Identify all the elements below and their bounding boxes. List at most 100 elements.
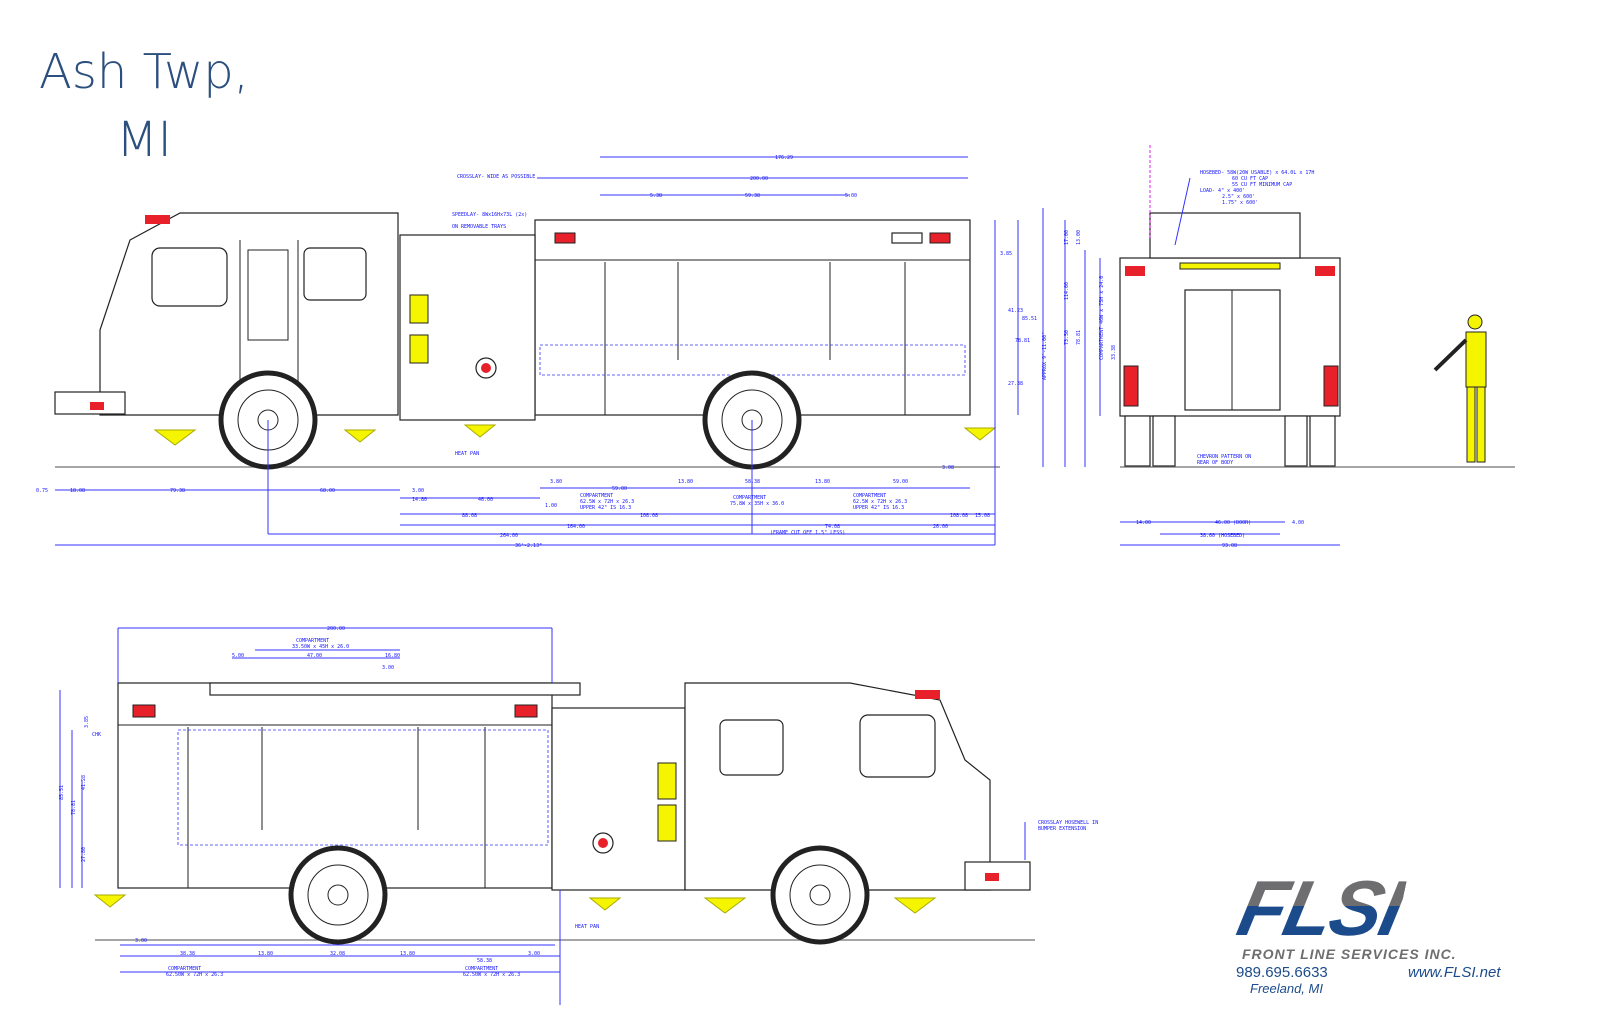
- flsi-logo: FLSI FRONT LINE SERVICES INC. 989.695.66…: [1230, 864, 1540, 1008]
- light-bar: [145, 215, 170, 224]
- website-link[interactable]: www.FLSI.net: [1408, 964, 1501, 981]
- dim-label: 58.38: [477, 958, 492, 964]
- dim-label: 33.38: [1111, 345, 1117, 360]
- cab-window: [303, 247, 367, 301]
- dim-label: 13.80: [258, 951, 273, 957]
- dim-label: 27.38: [1008, 381, 1023, 387]
- dim-label: 68.00: [320, 488, 335, 494]
- compartment-label: COMPARTMENT: [580, 493, 613, 499]
- dim-label: 17.00: [1064, 230, 1070, 245]
- dim-label: 78.81: [1015, 338, 1030, 344]
- logo-wordmark: FLSI: [1230, 864, 1411, 952]
- dim-label: 18.08: [70, 488, 85, 494]
- compartment-label: 62.50W x 72H x 26.3: [463, 972, 520, 978]
- reflective-panel: [409, 294, 429, 324]
- compartment-label: COMPARTMENT: [168, 966, 201, 972]
- dim-label: 38.38: [180, 951, 195, 957]
- rear-view: HOSEBED- 58W(20W USABLE) x 64.0L x 17H 6…: [1042, 145, 1515, 549]
- dim-label: APPROX 9'-11.00": [1042, 332, 1048, 380]
- dim-label: 32.08: [330, 951, 345, 957]
- front-wheel: [770, 845, 870, 945]
- dim-label: 58.38: [745, 479, 760, 485]
- phone-number: 989.695.6633: [1236, 964, 1328, 981]
- compartment-label: UPPER 42" IS 16.3: [853, 505, 904, 511]
- dim-label: 264.00: [500, 533, 518, 539]
- dim-label: 93.08: [1222, 543, 1237, 549]
- dim-label: 3.85: [84, 716, 90, 728]
- dim-label: 3.85: [1000, 251, 1012, 257]
- hosebed-note: HOSEBED- 58W(20W USABLE) x 64.0L x 17H: [1200, 170, 1314, 176]
- page-title: Ash Twp, MI: [34, 38, 254, 174]
- dim-label: 15.08: [975, 513, 990, 519]
- hosebed-note: 60 CU FT CAP: [1232, 176, 1268, 182]
- company-name: FRONT LINE SERVICES INC.: [1242, 946, 1457, 962]
- dim-label: 176.29: [775, 155, 793, 161]
- dim-label: 108.08: [640, 513, 658, 519]
- dim-label: 13.00: [1076, 230, 1082, 245]
- frame-note: (FRAME CUT OFF 1.5" LESS): [770, 530, 845, 536]
- dim-label: 3.08: [942, 465, 954, 471]
- dim-label: 85.51: [59, 785, 65, 800]
- dim-label: 13.80: [678, 479, 693, 485]
- compartment-label: 62.50W x 72H x 26.3: [166, 972, 223, 978]
- heat-pan-note: HEAT PAN: [575, 924, 599, 930]
- dim-label: 26.00: [933, 524, 948, 530]
- dim-label: 41.23: [1008, 308, 1023, 314]
- dim-label: 46.00: [478, 497, 493, 503]
- dim-label: 78.81: [1076, 330, 1082, 345]
- driver-side-view: 176.29 200.00 5.38 59.38 5.00 CROSSLAY- …: [36, 155, 1037, 549]
- dim-label: 59.00: [612, 486, 627, 492]
- pump-panel: [399, 234, 536, 421]
- dim-label: 85.51: [1022, 316, 1037, 322]
- dim-label: COMPARTMENT 46W x 75H x 24.0: [1099, 276, 1105, 360]
- compartment-label: UPPER 42" IS 16.3: [580, 505, 631, 511]
- speedlay-note: SPEEDLAY- 8Wx16Hx73L (2x): [452, 212, 527, 218]
- chevron-note: REAR OF BODY: [1197, 460, 1233, 466]
- compartment-label: COMPARTMENT: [733, 495, 766, 501]
- dim-label: 74.08: [825, 524, 840, 530]
- hosebed-note: 2.5" x 600': [1222, 194, 1255, 200]
- officer-side-view: 200.00 COMPARTMENT 33.50W x 45H x 26.0 5…: [59, 626, 1098, 1005]
- dim-label: CHK: [92, 732, 101, 738]
- dim-label: 46.00 (DOOR): [1215, 520, 1251, 526]
- compartment-label: 62.5W x 72H x 26.3: [580, 499, 634, 505]
- dim-label: 73.50: [1064, 330, 1070, 345]
- dim-label: 164.00: [567, 524, 585, 530]
- dim-label: 14.00: [1136, 520, 1151, 526]
- compartment-label: COMPARTMENT: [465, 966, 498, 972]
- dim-label: 5.00: [232, 653, 244, 659]
- dimension-lines: [55, 156, 1019, 546]
- dim-label: 13.80: [815, 479, 830, 485]
- cab-window: [151, 247, 228, 307]
- compartment-label: COMPARTMENT: [853, 493, 886, 499]
- dim-label: 5.00: [845, 193, 857, 199]
- dim-label: 41.28: [81, 775, 87, 790]
- dim-label: 59.00: [893, 479, 908, 485]
- dim-label: 47.00: [307, 653, 322, 659]
- hosebed-note: 55 CU FT MINIMUM CAP: [1232, 182, 1292, 188]
- title-line-1: Ash Twp,: [39, 44, 249, 100]
- title-line-2: MI: [116, 112, 172, 168]
- dim-label: 27.80: [81, 847, 87, 862]
- reflective-panel: [409, 334, 429, 364]
- compartment-label: 75.8W x 35H x 36.0: [730, 501, 784, 507]
- dim-label: 59.38: [745, 193, 760, 199]
- dim-label: 108.08: [950, 513, 968, 519]
- dim-label: 3.00: [382, 665, 394, 671]
- firefighter-figure: [1433, 314, 1487, 463]
- dim-label: 5.38: [650, 193, 662, 199]
- hosebed-note: 1.75" x 600': [1222, 200, 1258, 206]
- crosslay-note: BUMPER EXTENSION: [1038, 826, 1086, 832]
- dim-label: 3.00: [412, 488, 424, 494]
- dim-label: 3.00: [528, 951, 540, 957]
- dim-label: 4.00: [1292, 520, 1304, 526]
- rear-wheel: [288, 845, 388, 945]
- chevron-note: CHEVRON PATTERN ON: [1197, 454, 1251, 460]
- marker-light: [554, 232, 576, 244]
- dim-label: 36'-2.13": [515, 543, 542, 549]
- dim-label: 114.00: [1064, 282, 1070, 300]
- crosslay-note: CROSSLAY- WIDE AS POSSIBLE: [457, 174, 535, 180]
- dim-label: 1.00: [545, 503, 557, 509]
- dim-label: 79.38: [170, 488, 185, 494]
